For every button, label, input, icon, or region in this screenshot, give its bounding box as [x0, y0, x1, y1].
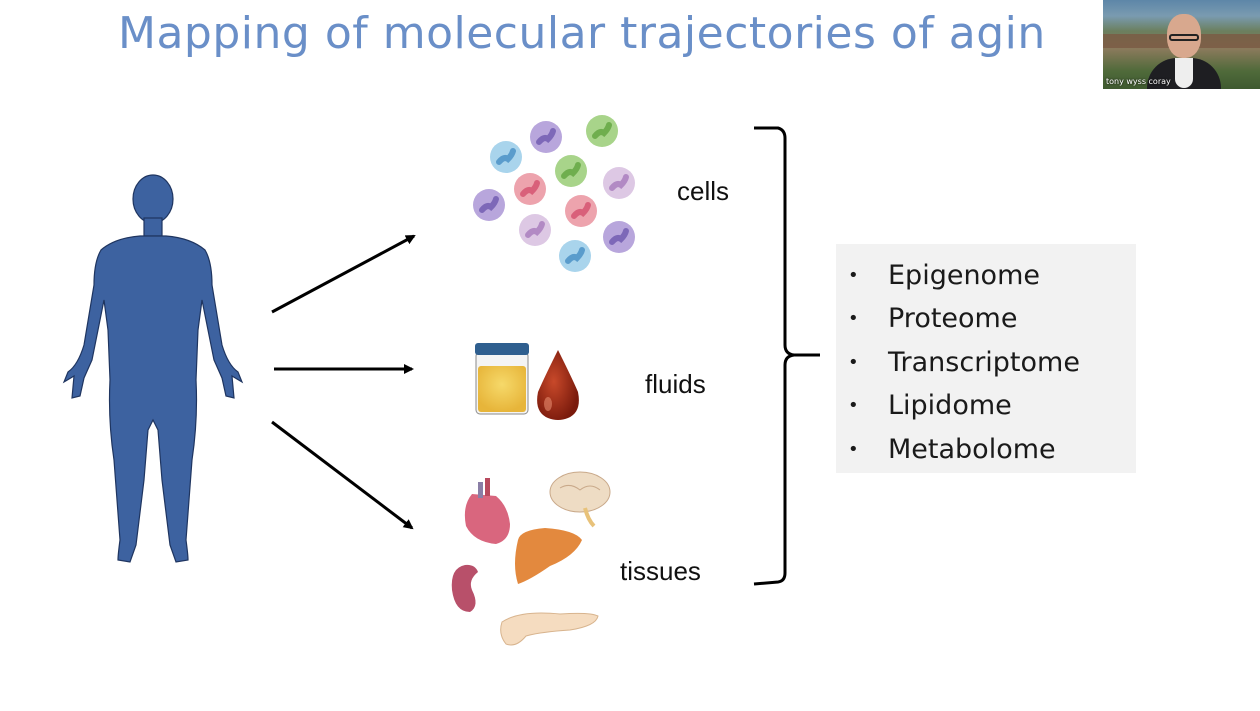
omics-item-label: Lipidome	[888, 390, 1012, 422]
cell-nucleus-icon	[571, 202, 591, 219]
heart-icon	[464, 478, 510, 544]
omics-item-label: Transcriptome	[888, 346, 1080, 378]
cell-nucleus-icon	[561, 162, 581, 179]
cell-nucleus-icon	[479, 196, 499, 213]
human-body-icon	[62, 174, 244, 563]
omics-item: • Lipidome	[836, 384, 1136, 427]
brain-icon	[549, 471, 611, 528]
omics-item-label: Proteome	[888, 303, 1018, 335]
label-cells: cells	[677, 176, 730, 206]
cell-nucleus-icon	[592, 122, 612, 139]
participant-glasses	[1169, 34, 1199, 41]
bullet-icon: •	[848, 265, 859, 286]
participant-video-thumbnail[interactable]: tony wyss coray	[1103, 0, 1260, 89]
arrow-to-cells	[271, 234, 416, 314]
urine-cup-icon	[475, 343, 529, 415]
omics-item-label: Epigenome	[888, 260, 1040, 291]
grouping-brace	[753, 126, 820, 586]
slide-title: Mapping of molecular trajectories of agi…	[118, 8, 1046, 59]
liver-icon	[515, 528, 582, 584]
cell-nucleus-icon	[536, 128, 556, 145]
blood-drop-icon	[537, 350, 579, 420]
cell-nucleus-icon	[609, 174, 629, 191]
cell-nucleus-icon	[525, 221, 545, 238]
cell-nucleus-icon	[520, 180, 540, 197]
cell-nucleus-icon	[496, 148, 516, 165]
kidney-icon	[451, 564, 478, 612]
omics-item: • Proteome	[836, 297, 1136, 340]
bullet-icon: •	[848, 438, 859, 460]
cell-nucleus-icon	[609, 228, 629, 245]
participant-head	[1167, 14, 1201, 58]
omics-item: • Transcriptome	[836, 341, 1136, 384]
omics-list: • Epigenome • Proteome • Transcriptome • Lip…	[836, 244, 1136, 471]
participant-collar	[1175, 58, 1193, 88]
omics-list-box: • Epigenome • Proteome • Transcriptome • Lip…	[836, 244, 1136, 473]
label-fluids: fluids	[645, 369, 706, 399]
omics-item: • Metabolome	[836, 428, 1136, 471]
bullet-icon: •	[848, 308, 859, 330]
omics-item-label: Metabolome	[888, 433, 1056, 465]
pancreas-icon	[500, 612, 599, 646]
bullet-icon: •	[848, 395, 859, 417]
cell-nucleus-icon	[565, 247, 585, 264]
bullet-icon: •	[848, 351, 859, 373]
blood-cells-icon	[473, 115, 635, 272]
participant-name: tony wyss coray	[1106, 77, 1171, 86]
label-tissues: tissues	[620, 556, 701, 586]
arrow-to-tissues	[271, 420, 414, 530]
omics-item: • Epigenome	[836, 254, 1136, 297]
